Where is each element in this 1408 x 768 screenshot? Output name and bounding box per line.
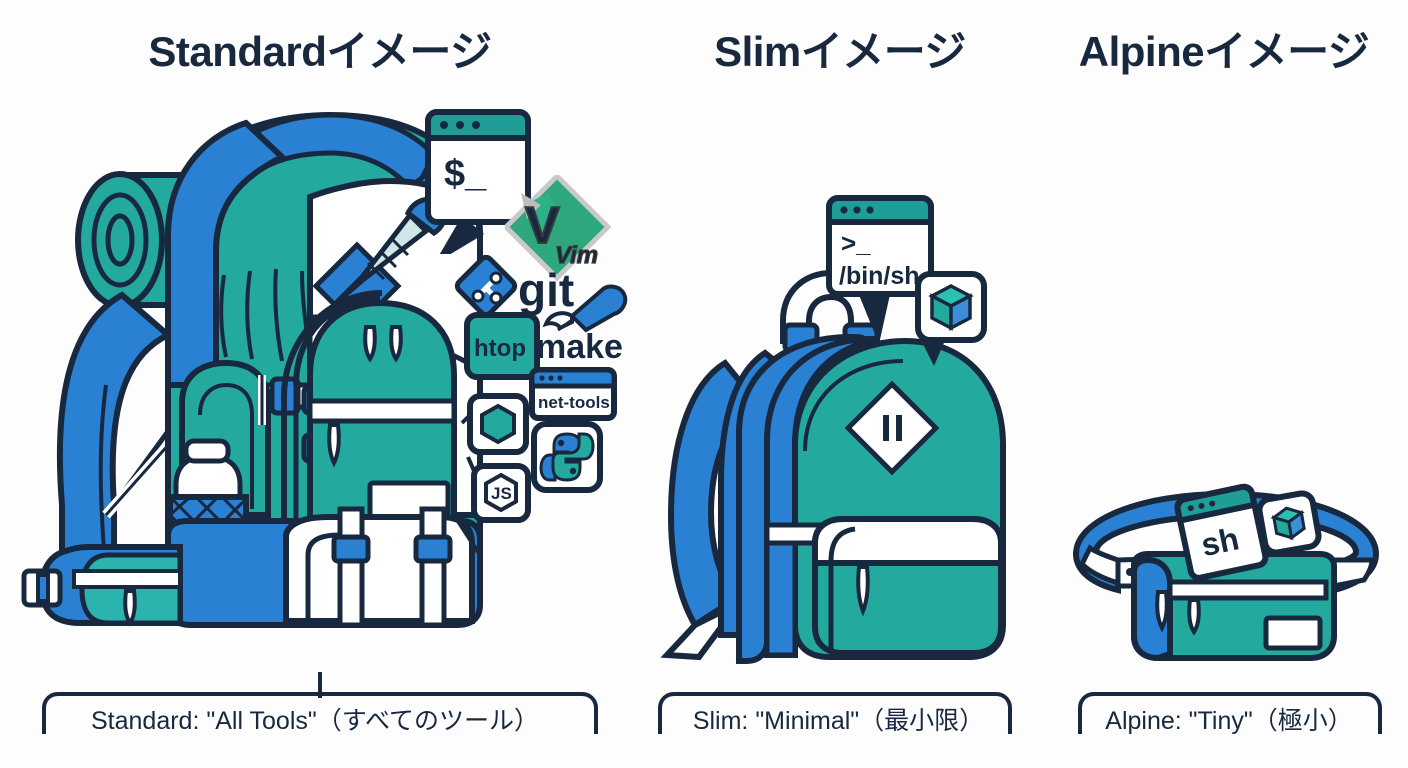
shell-prompt-line1: >_ [841,228,871,258]
caption-alpine: Alpine: "Tiny"（極小） [1105,707,1353,735]
badge-cube-slim [915,271,987,366]
badge-net-tools: net-tools [529,367,617,421]
side-pocket-seam [198,382,254,509]
htop-label: htop [474,335,526,362]
slim-gusset-lower [764,540,798,658]
js-label: JS [491,484,512,503]
wrench-icon [542,284,628,333]
slim-backpack-illustration [660,269,1006,664]
sh-label: sh [1198,520,1242,563]
net-tools-label: net-tools [538,393,610,412]
caption-standard: Standard: "All Tools"（すべてのツール） [91,707,539,735]
bracket-standard [42,672,598,734]
daypack-zip-pull [327,423,341,468]
slim-pocket-top-white [812,516,1004,566]
fanny-side-panel [1131,556,1173,662]
caption-slim: Slim: "Minimal"（最小限） [692,707,985,735]
vim-label: Vim [555,242,598,269]
alpine-fanny-pack-illustration [1072,490,1380,662]
badge-git: git [454,254,574,318]
column-title-alpine: Alpineイメージ [1078,28,1370,75]
cube-icon [928,284,974,331]
fanny-label-patch [1263,615,1323,651]
badge-vim: V Vim [505,175,612,282]
svg-text:V: V [525,197,560,255]
slim-zip-pull [856,565,870,617]
daypack-outer-edge [293,296,381,386]
slim-pocket-seam [828,526,856,562]
lid-panel-left [165,119,288,388]
daypack-zip-band [307,398,457,424]
daypack-outer-edge-2 [281,290,383,398]
git-label: git [518,264,574,316]
terminal-prompt-text: $_ [444,153,487,195]
fanny-zip-pull-right [1187,598,1201,636]
badge-node [467,393,529,455]
badge-shell-prompt: >_ /bin/sh [826,195,934,344]
fanny-zip-pull-left [1155,590,1169,633]
bottom-compression-straps [331,506,453,628]
shell-prompt-line2: /bin/sh [839,262,920,290]
column-title-standard: Standardイメージ [148,28,492,75]
badge-terminal-prompt: $_ [425,109,531,254]
column-title-slim: Slimイメージ [714,28,966,75]
water-bottle [173,438,243,508]
bracket-slim [658,692,1012,734]
badge-js: JS [471,463,531,523]
badge-htop: htop [464,312,540,380]
badge-cube-alpine [1256,490,1322,556]
hip-belt-pad [21,544,183,627]
badge-sh-card: sh [1174,483,1269,581]
daypack-zip-pulls [363,325,403,363]
bottom-pocket-seam [305,532,341,621]
slim-body-seam [803,359,904,452]
bracket-alpine [1078,692,1382,734]
slim-logo-diamond [844,380,940,476]
make-label: make [536,328,623,362]
fanny-zip-band [1167,579,1329,601]
badge-python [531,421,603,493]
badge-make: make [536,284,628,362]
belt-pad-right [1331,557,1375,590]
